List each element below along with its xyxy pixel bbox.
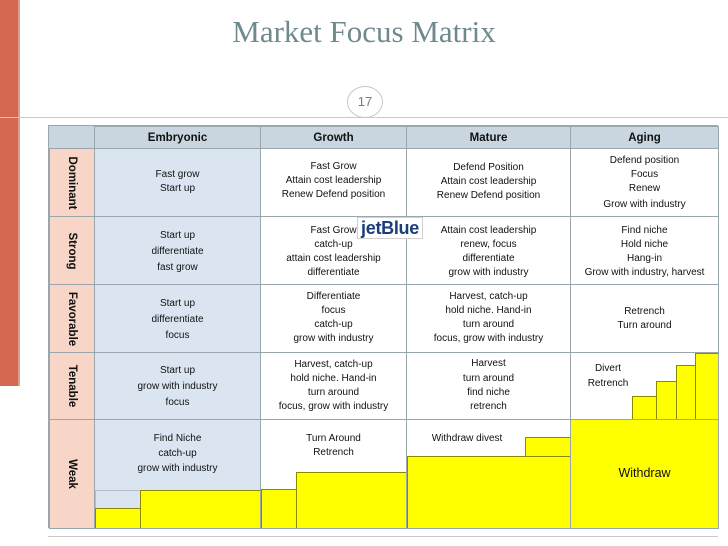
cell-tenable-aging: Divert Retrench bbox=[570, 352, 719, 420]
column-header-mature: Mature bbox=[406, 126, 571, 149]
cell-favorable-growth: Differentiate focus catch-up grow with i… bbox=[260, 284, 407, 353]
cell-dominant-embryonic: Fast grow Start up bbox=[94, 148, 261, 217]
cell-strong-aging: Find niche Hold niche Hang-in Grow with … bbox=[570, 216, 719, 285]
withdraw-step bbox=[676, 365, 696, 419]
cell-weak-growth: Turn Around Retrench bbox=[260, 419, 407, 529]
cell-weak-embryonic: Find Niche catch-up grow with industry bbox=[94, 419, 261, 529]
cell-dominant-growth: Fast Grow Attain cost leadership Renew D… bbox=[260, 148, 407, 217]
withdraw-step bbox=[656, 381, 677, 419]
withdraw-step bbox=[407, 456, 570, 528]
withdraw-step bbox=[95, 508, 141, 528]
withdraw-step bbox=[525, 437, 570, 457]
cell-tenable-mature: Harvest turn around find niche retrench bbox=[406, 352, 571, 420]
cell-dominant-aging: Defend position Focus Renew Grow with in… bbox=[570, 148, 719, 217]
cell-weak-mature: Withdraw divest bbox=[406, 419, 571, 529]
cell-weak-aging: Withdraw bbox=[570, 419, 719, 529]
slide-title: Market Focus Matrix bbox=[232, 14, 496, 49]
withdraw-step bbox=[140, 490, 260, 528]
cell-tenable-embryonic: Start up grow with industry focus bbox=[94, 352, 261, 420]
cell-favorable-aging: Retrench Turn around bbox=[570, 284, 719, 353]
column-header-aging: Aging bbox=[570, 126, 719, 149]
page-number-badge: 17 bbox=[347, 86, 383, 118]
accent-bar bbox=[0, 0, 20, 386]
market-focus-matrix: Embryonic Growth Mature Aging Dominant S… bbox=[48, 125, 719, 529]
cell-strong-embryonic: Start up differentiate fast grow bbox=[94, 216, 261, 285]
footer-rule bbox=[48, 536, 718, 537]
cell-favorable-mature: Harvest, catch-up hold niche. Hand-in tu… bbox=[406, 284, 571, 353]
cell-favorable-embryonic: Start up differentiate focus bbox=[94, 284, 261, 353]
cell-dominant-mature: Defend Position Attain cost leadership R… bbox=[406, 148, 571, 217]
cell-tenable-growth: Harvest, catch-up hold niche. Hand-in tu… bbox=[260, 352, 407, 420]
row-header-strong: Strong bbox=[49, 216, 95, 285]
column-header-growth: Growth bbox=[260, 126, 407, 149]
row-header-favorable: Favorable bbox=[49, 284, 95, 353]
jetblue-logo: jetBlue bbox=[357, 217, 423, 239]
row-header-dominant: Dominant bbox=[49, 148, 95, 217]
row-header-tenable: Tenable bbox=[49, 352, 95, 420]
withdraw-step bbox=[296, 472, 406, 528]
withdraw-step bbox=[695, 353, 718, 419]
row-header-weak: Weak bbox=[49, 419, 95, 529]
withdraw-step bbox=[632, 396, 657, 419]
cell-strong-mature: Attain cost leadership renew, focus diff… bbox=[406, 216, 571, 285]
column-header-embryonic: Embryonic bbox=[94, 126, 261, 149]
withdraw-step bbox=[261, 489, 297, 528]
